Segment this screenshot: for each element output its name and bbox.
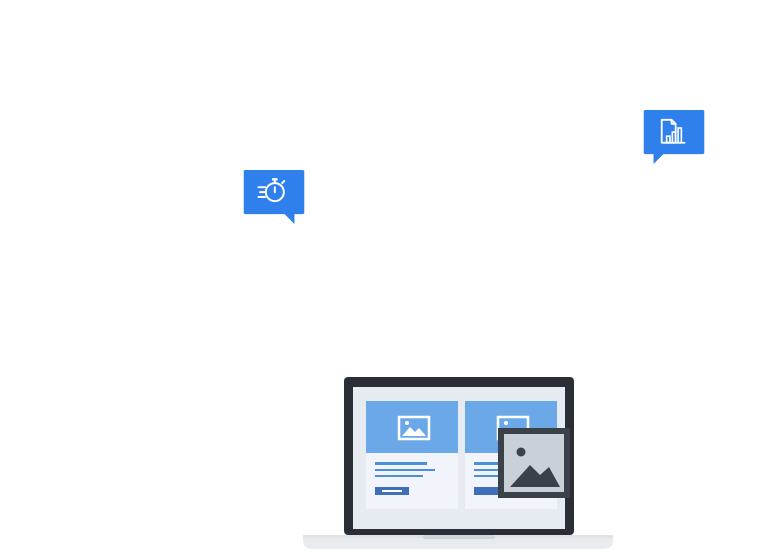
laptop-icon bbox=[303, 377, 613, 549]
report-chart-icon bbox=[643, 110, 705, 164]
report-bubble bbox=[637, 110, 711, 164]
laptop-illustration bbox=[303, 377, 613, 549]
content-card-1 bbox=[366, 401, 458, 509]
fast-stopwatch-icon bbox=[243, 170, 305, 224]
image-icon bbox=[498, 428, 570, 498]
speed-bubble bbox=[237, 170, 311, 224]
